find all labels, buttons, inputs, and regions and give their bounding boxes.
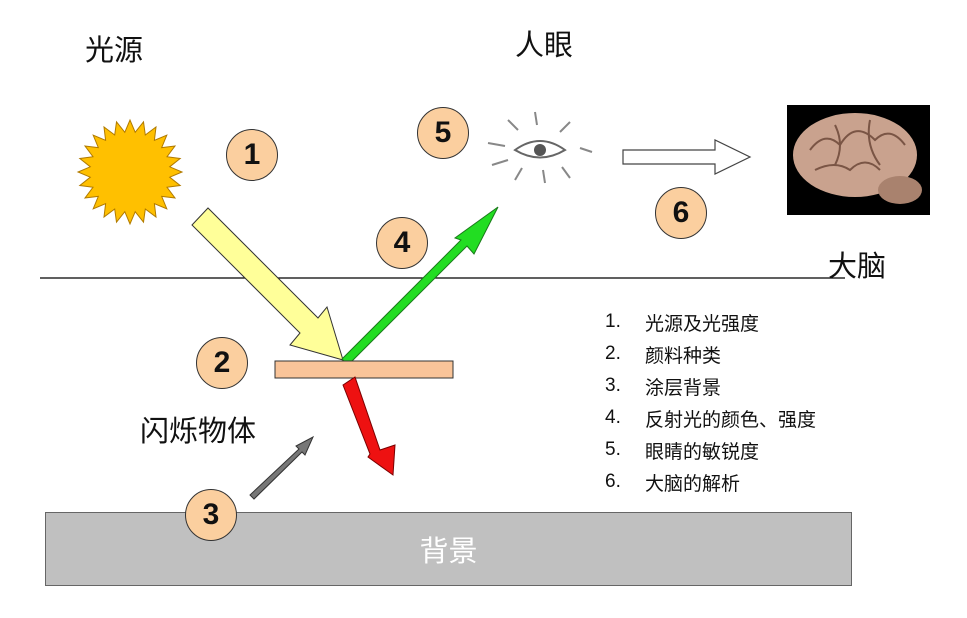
- item-number: 2.: [605, 343, 621, 364]
- badge-4: 4: [376, 217, 428, 269]
- item-number: 4.: [605, 407, 621, 428]
- factor-list: 1. 光源及光强度 2. 颜料种类 3. 涂层背景 4. 反射光的颜色、强度 5. 眼睛的…: [605, 306, 816, 498]
- item-text: 颜料种类: [645, 344, 722, 367]
- incident-light-arrow: [191, 207, 344, 361]
- item-text: 眼睛的敏锐度: [645, 440, 760, 463]
- item-text: 涂层背景: [645, 376, 722, 399]
- item-number: 3.: [605, 375, 621, 396]
- item-number: 6.: [605, 471, 621, 492]
- badge-2: 2: [196, 337, 248, 389]
- item-text: 大脑的解析: [645, 472, 741, 495]
- eye-icon: [487, 111, 593, 184]
- background-block: 背景: [45, 512, 852, 586]
- list-item: 1. 光源及光强度: [605, 306, 816, 338]
- badge-6: 6: [655, 187, 707, 239]
- item-number: 1.: [605, 311, 621, 332]
- badge-3: 3: [185, 489, 237, 541]
- background-label: 背景: [419, 534, 478, 568]
- sun-shape: [76, 118, 184, 226]
- brain-image: [787, 105, 930, 215]
- shiny-object-plate: [274, 360, 454, 379]
- reflected-light-arrow: [341, 206, 499, 366]
- item-text: 光源及光强度: [645, 312, 760, 335]
- background-reflection-arrow: [249, 435, 315, 500]
- signal-arrow: [622, 139, 752, 175]
- transmitted-light-arrow: [342, 376, 396, 476]
- sun-icon: [76, 118, 184, 226]
- brain-label: 大脑: [828, 249, 887, 283]
- list-item: 2. 颜料种类: [605, 338, 816, 370]
- badge-1: 1: [226, 129, 278, 181]
- list-item: 6. 大脑的解析: [605, 466, 816, 498]
- list-item: 3. 涂层背景: [605, 370, 816, 402]
- badge-5: 5: [417, 107, 469, 159]
- list-item: 4. 反射光的颜色、强度: [605, 402, 816, 434]
- item-text: 反射光的颜色、强度: [645, 408, 817, 431]
- list-item: 5. 眼睛的敏锐度: [605, 434, 816, 466]
- item-number: 5.: [605, 439, 621, 460]
- eye-label: 人眼: [515, 28, 574, 62]
- light-source-label: 光源: [85, 33, 144, 67]
- object-label: 闪烁物体: [140, 414, 257, 448]
